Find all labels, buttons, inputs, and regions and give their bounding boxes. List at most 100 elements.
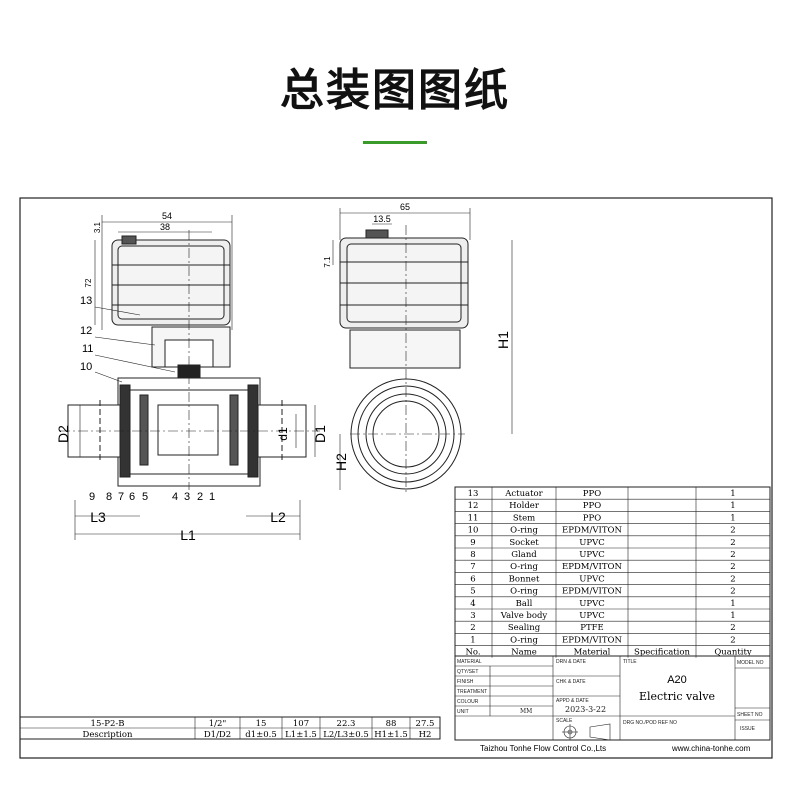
bom-cell-qty: 1 <box>730 501 735 511</box>
callout-3: 3 <box>184 491 190 503</box>
bom-cell-no: 13 <box>468 489 479 499</box>
bom-cell-no: 5 <box>470 587 475 597</box>
bom-cell-qty: 1 <box>730 599 735 609</box>
dim-65: 65 <box>400 202 410 212</box>
callout-13: 13 <box>80 295 92 307</box>
spec-cell: Description <box>83 730 133 740</box>
bom-cell-name: Stem <box>513 513 535 523</box>
tb-appd-date: APPD & DATE <box>556 698 589 704</box>
spec-cell: 27.5 <box>416 719 435 729</box>
bom-cell-qty: 2 <box>730 635 735 645</box>
bom-cell-no: 9 <box>470 538 475 548</box>
bom-cell-qty: 2 <box>730 574 735 584</box>
bom-cell-no: 4 <box>470 599 475 609</box>
tb-unit-value: MM <box>520 708 532 715</box>
bom-header-material: Material <box>574 648 611 658</box>
bom-cell-material: PPO <box>583 489 601 499</box>
bom-cell-qty: 1 <box>730 611 735 621</box>
bom-header-qty: Quantity <box>714 648 752 658</box>
bom-cell-name: O-ring <box>510 562 538 572</box>
front-view <box>339 225 469 495</box>
page-title: 总装图图纸 <box>280 65 510 116</box>
dim-L3: L3 <box>90 509 106 525</box>
tb-title-code: A20 <box>667 674 687 686</box>
bom-cell-material: PPO <box>583 513 601 523</box>
dim-D2: D2 <box>55 425 71 443</box>
dim-38: 38 <box>160 222 170 232</box>
spec-cell: 15 <box>256 719 267 729</box>
company-website: www.china-tonhe.com <box>671 744 751 753</box>
bom-cell-material: UPVC <box>579 550 605 560</box>
bom-cell-qty: 2 <box>730 550 735 560</box>
spec-cell: L2/L3±0.5 <box>323 730 369 740</box>
bom-cell-material: UPVC <box>579 599 605 609</box>
bom-cell-name: O-ring <box>510 526 538 536</box>
tb-treatment: TREATMENT <box>457 689 487 695</box>
bom-cell-name: Valve body <box>500 611 548 621</box>
callout-4: 4 <box>172 491 178 503</box>
bom-cell-name: Socket <box>509 538 539 548</box>
bom-cell-no: 10 <box>468 526 479 536</box>
callout-9: 9 <box>89 491 95 503</box>
bom-cell-qty: 2 <box>730 587 735 597</box>
tb-drn-date: DRN & DATE <box>556 659 587 665</box>
tb-sheet-no: SHEET NO <box>737 712 763 718</box>
spec-cell: 22.3 <box>337 719 356 729</box>
bom-cell-name: Actuator <box>504 489 543 499</box>
tb-qty-set: QTY/SET <box>457 669 478 675</box>
callout-leaders <box>94 306 176 383</box>
dim-D1: D1 <box>312 425 328 443</box>
tb-material: MATERIAL <box>457 659 482 665</box>
callout-6: 6 <box>129 491 135 503</box>
bom-cell-name: O-ring <box>510 635 538 645</box>
bom-cell-material: EPDM/VITON <box>562 562 622 572</box>
dim-L2: L2 <box>270 509 286 525</box>
title-block <box>454 655 771 741</box>
bom-cell-name: Gland <box>511 550 537 560</box>
dim-L1: L1 <box>180 527 196 543</box>
callout-2: 2 <box>197 491 203 503</box>
dim-7-1: 7.1 <box>323 256 332 268</box>
bom-cell-qty: 1 <box>730 513 735 523</box>
dim-72: 72 <box>84 278 93 287</box>
callout-1: 1 <box>209 491 215 503</box>
side-section-view <box>60 230 320 490</box>
title-underline <box>363 141 427 144</box>
projection-symbol-icon <box>562 723 611 741</box>
bom-cell-qty: 2 <box>730 526 735 536</box>
bom-cell-material: UPVC <box>579 611 605 621</box>
callout-7: 7 <box>118 491 124 503</box>
drawing-frame <box>19 197 773 759</box>
callout-12: 12 <box>80 325 92 337</box>
bom-cell-material: PPO <box>583 501 601 511</box>
tb-chk-date: CHK & DATE <box>556 679 586 685</box>
bom-cell-no: 3 <box>470 611 475 621</box>
spec-cell: 1/2" <box>209 719 227 729</box>
bom-cell-name: Holder <box>509 501 540 511</box>
tb-scale: SCALE <box>556 718 573 724</box>
title-block-labels: MATERIAL QTY/SET FINISH TREATMENT COLOUR… <box>457 659 764 732</box>
bom-header-no: No. <box>465 648 480 658</box>
bom-cell-name: Bonnet <box>509 574 540 584</box>
bom-cell-no: 1 <box>470 635 475 645</box>
bom-header-name: Name <box>511 648 537 658</box>
side-view-dimensions <box>74 215 316 540</box>
callout-10: 10 <box>80 361 92 373</box>
bom-cell-no: 6 <box>470 574 475 584</box>
tb-appd-value: 2023-3-22 <box>565 705 606 714</box>
tb-unit: UNIT <box>457 709 469 715</box>
tb-colour: COLOUR <box>457 699 479 705</box>
dim-H2: H2 <box>333 453 349 471</box>
tb-finish: FINISH <box>457 679 474 685</box>
tb-model-no: MODEL NO <box>737 660 764 666</box>
spec-cell: d1±0.5 <box>245 730 277 740</box>
dim-d1: d1 <box>276 427 290 441</box>
spec-cell: H2 <box>419 730 432 740</box>
callout-5: 5 <box>142 491 148 503</box>
dim-54: 54 <box>162 211 172 221</box>
spec-cell: L1±1.5 <box>285 730 317 740</box>
bom-cell-material: PTFE <box>580 623 604 633</box>
